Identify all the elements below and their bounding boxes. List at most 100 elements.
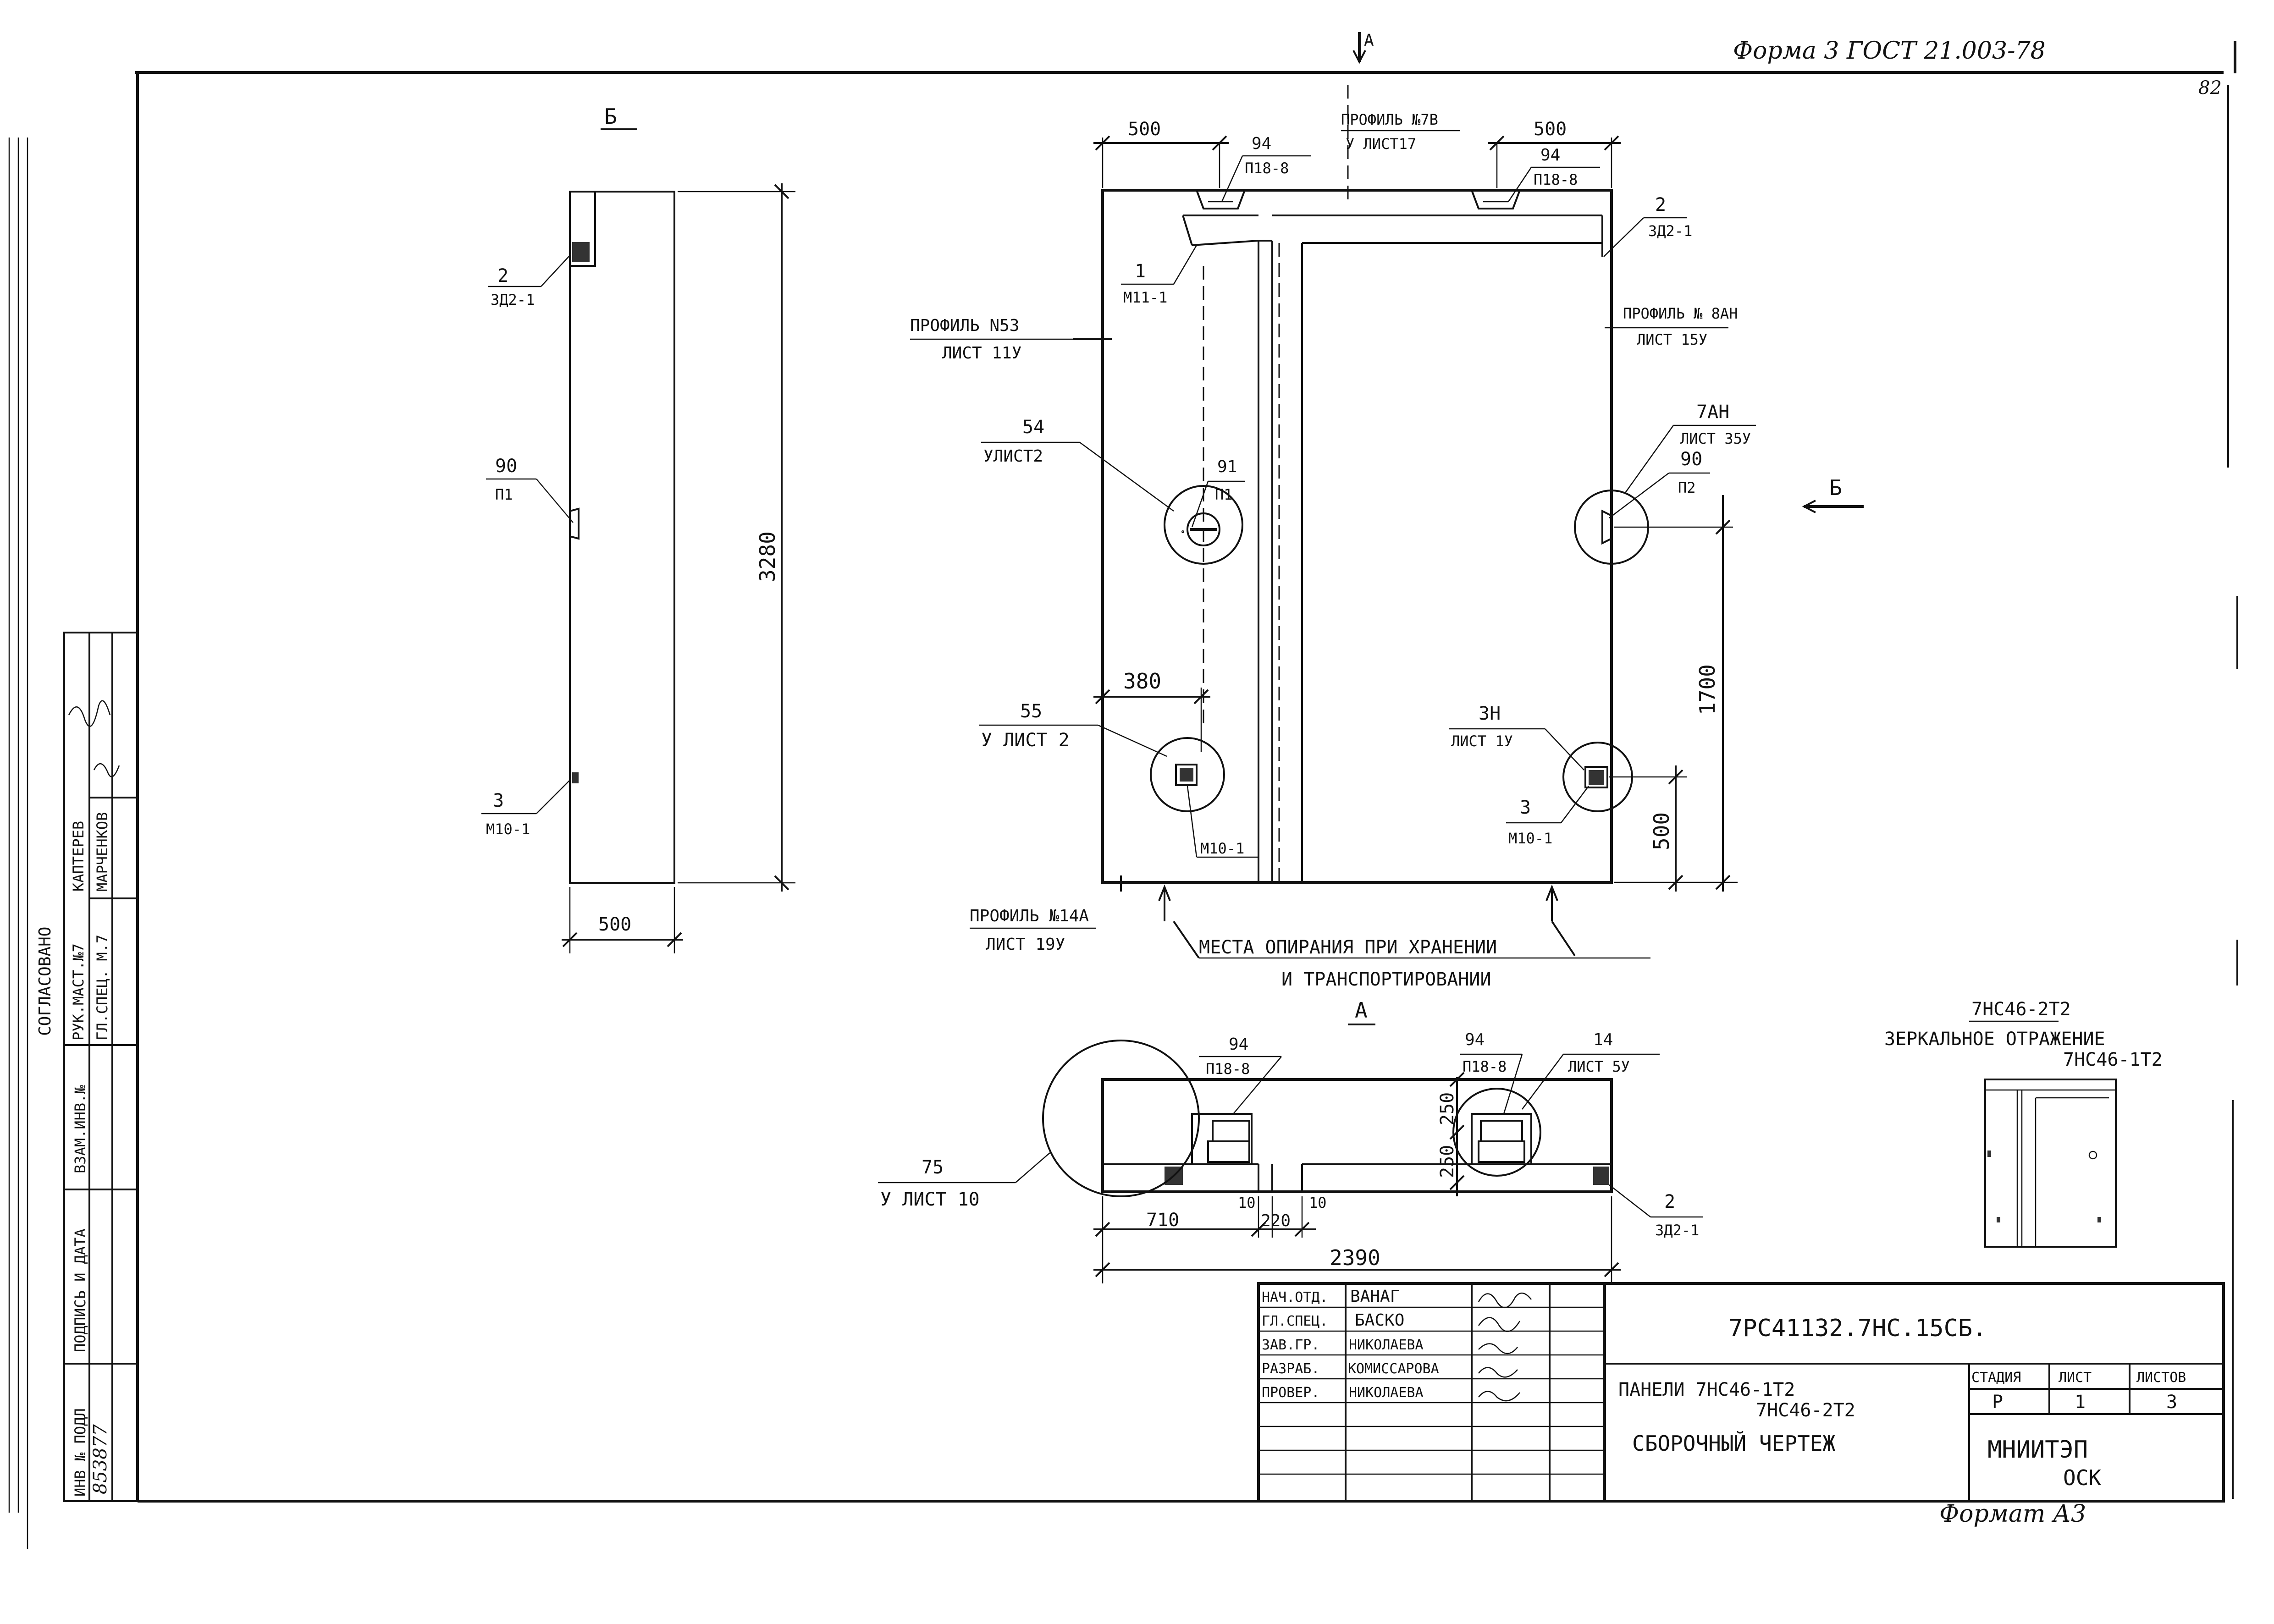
staff-1-role: ГЛ.СПЕЦ. xyxy=(1262,1313,1328,1329)
view-b-callout-90-ref: П1 xyxy=(495,486,513,503)
strip-inv-number: 853877 xyxy=(90,1424,111,1494)
front-callout-2-num: 2 xyxy=(1655,194,1666,215)
form-label: Форма 3 ГОСТ 21.003-78 xyxy=(1733,37,2046,65)
title-line3: СБОРОЧНЫЙ ЧЕРТЕЖ xyxy=(1632,1431,1835,1456)
profile-left-line1: ПРОФИЛЬ N53 xyxy=(910,316,1019,335)
front-callout-94a-num: 94 xyxy=(1252,134,1271,153)
front-callout-91-num: 91 xyxy=(1217,457,1237,476)
title-block: НАЧ.ОТД. ВАНАГ ГЛ.СПЕЦ. БАСКО ЗАВ.ГР. НИ… xyxy=(1257,1282,2225,1503)
view-a-callout-94b-ref: П18-8 xyxy=(1463,1058,1507,1075)
staff-0-role: НАЧ.ОТД. xyxy=(1262,1289,1328,1305)
staff-2-name: НИКОЛАЕВА xyxy=(1349,1337,1424,1353)
front-callout-3-num: 3 xyxy=(1520,797,1531,818)
stage-header: СТАДИЯ xyxy=(1971,1370,2021,1386)
view-a-callout-2-num: 2 xyxy=(1664,1191,1675,1212)
staff-2-role: ЗАВ.ГР. xyxy=(1262,1337,1319,1353)
view-a-callout-94a-ref: П18-8 xyxy=(1206,1060,1250,1078)
section-a-mark: А xyxy=(1364,31,1374,50)
front-callout-3n-num: 3Н xyxy=(1479,703,1501,724)
view-a-callout-94a-num: 94 xyxy=(1229,1035,1248,1054)
front-callout-55-ref: У ЛИСТ 2 xyxy=(981,730,1070,751)
profile-left-line2: ЛИСТ 11У xyxy=(942,344,1021,363)
strip-agreed: СОГЛАСОВАНО xyxy=(36,927,55,1036)
front-callout-3n-ref: ЛИСТ 1У xyxy=(1451,732,1513,750)
sheet-header: ЛИСТ xyxy=(2059,1370,2092,1386)
view-a: А 94 П18-8 94 П18-8 14 ЛИСТ 5У 75 xyxy=(878,998,1703,1283)
view-a-callout-75-ref: У ЛИСТ 10 xyxy=(880,1189,980,1210)
sheets-header: ЛИСТОВ xyxy=(2136,1370,2186,1386)
front-callout-1-ref: М11-1 xyxy=(1123,289,1167,306)
front-callout-7an-num: 7АН xyxy=(1696,402,1729,423)
front-callout-3-ref: М10-1 xyxy=(1508,830,1552,847)
front-callout-90-ref: П2 xyxy=(1678,479,1696,496)
front-callout-91-ref: П1 xyxy=(1215,486,1233,503)
mirror-line1: ЗЕРКАЛЬНОЕ ОТРАЖЕНИЕ xyxy=(1884,1029,2105,1050)
stage-value: Р xyxy=(1992,1392,2003,1413)
view-b-callout-2-ref: 3Д2-1 xyxy=(491,291,535,308)
view-a-title: А xyxy=(1355,998,1368,1023)
view-a-dim-710: 710 xyxy=(1146,1210,1179,1231)
org-name: МНИИТЭП xyxy=(1987,1436,2088,1464)
view-b-dim-height: 3280 xyxy=(755,531,780,582)
strip-row2-role: ГЛ.СПЕЦ. М.7 xyxy=(94,935,111,1040)
view-a-callout-14-num: 14 xyxy=(1593,1030,1613,1049)
sheet-corner: 82 xyxy=(2198,77,2222,99)
support-note-1: МЕСТА ОПИРАНИЯ ПРИ ХРАНЕНИИ xyxy=(1199,937,1497,958)
view-b-title: Б xyxy=(604,104,617,129)
front-callout-7an-ref: ЛИСТ 35У xyxy=(1680,430,1751,447)
sheet-value: 1 xyxy=(2075,1392,2086,1413)
front-callout-55-num: 55 xyxy=(1020,701,1042,722)
front-callout-94a-ref: П18-8 xyxy=(1245,160,1289,177)
title-line1: ПАНЕЛИ 7НС46-1Т2 xyxy=(1618,1379,1795,1400)
staff-0-name: ВАНАГ xyxy=(1350,1287,1400,1306)
view-a-callout-2-ref: 3Д2-1 xyxy=(1655,1222,1699,1239)
left-strip: СОГЛАСОВАНО РУК.МАСТ.№7 КАПТЕРЕВ ГЛ.СПЕЦ… xyxy=(8,138,138,1513)
strip-row1-name: КАПТЕРЕВ xyxy=(70,821,87,892)
front-callout-94b-ref: П18-8 xyxy=(1534,171,1578,188)
view-b-callout-90-num: 90 xyxy=(495,456,517,477)
staff-3-role: РАЗРАБ. xyxy=(1262,1361,1319,1377)
view-b-dim-width: 500 xyxy=(598,914,631,935)
front-callout-1-num: 1 xyxy=(1135,261,1146,282)
strip-row2-name: МАРЧЕНКОВ xyxy=(94,812,111,892)
view-a-dim-220: 220 xyxy=(1261,1211,1291,1230)
profile-right-line2: ЛИСТ 15У xyxy=(1637,331,1707,348)
view-a-dim-2390: 2390 xyxy=(1330,1245,1380,1270)
org-sub: ОСК xyxy=(2063,1465,2101,1490)
strip-podpis-data: ПОДПИСЬ И ДАТА xyxy=(72,1228,89,1352)
strip-vzam-inv: ВЗАМ.ИНВ.№ xyxy=(72,1085,89,1173)
profile-bottom-line2: ЛИСТ 19У xyxy=(986,935,1065,954)
front-dim-500-vert: 500 xyxy=(1649,812,1674,850)
view-a-callout-14-ref: ЛИСТ 5У xyxy=(1568,1058,1630,1075)
front-dim-380: 380 xyxy=(1123,669,1161,694)
staff-3-name: КОМИССАРОВА xyxy=(1348,1361,1439,1377)
view-b: Б 3280 500 2 3Д2-1 90 П1 3 М10-1 xyxy=(481,104,795,953)
title-line2: 7НС46-2Т2 xyxy=(1756,1400,1855,1421)
front-callout-54-ref: УЛИСТ2 xyxy=(983,447,1043,466)
view-a-callout-75-num: 75 xyxy=(922,1157,944,1178)
section-b-mark: Б xyxy=(1829,475,1842,500)
view-b-callout-3-num: 3 xyxy=(493,790,504,811)
front-dim-500-left: 500 xyxy=(1128,119,1161,140)
view-a-dim-250b: 250 xyxy=(1437,1145,1458,1178)
mirror-line2: 7НС46-1Т2 xyxy=(2063,1049,2163,1070)
front-dim-1700: 1700 xyxy=(1695,664,1720,715)
mirror-note: 7НС46-2Т2 ЗЕРКАЛЬНОЕ ОТРАЖЕНИЕ 7НС46-1Т2 xyxy=(1884,999,2163,1248)
front-view: А Б 500 500 ПРОФИЛЬ №7В У ЛИСТ17 94 П18-… xyxy=(910,31,1864,990)
profile-right-line1: ПРОФИЛЬ № 8АН xyxy=(1623,305,1738,322)
front-callout-94b-num: 94 xyxy=(1540,146,1560,165)
format-label: Формат А3 xyxy=(1939,1500,2086,1528)
front-callout-m10: М10-1 xyxy=(1200,840,1244,857)
view-a-dim-10a: 10 xyxy=(1238,1194,1256,1211)
staff-4-name: НИКОЛАЕВА xyxy=(1349,1385,1424,1401)
front-dim-500-right: 500 xyxy=(1534,119,1567,140)
front-callout-90-num: 90 xyxy=(1680,449,1702,470)
sheets-value: 3 xyxy=(2166,1392,2177,1413)
profile-top-line1: ПРОФИЛЬ №7В xyxy=(1341,111,1438,128)
view-a-dim-10b: 10 xyxy=(1309,1194,1327,1211)
front-callout-54-num: 54 xyxy=(1022,417,1044,438)
view-a-callout-94b-num: 94 xyxy=(1465,1030,1485,1049)
view-b-callout-3-ref: М10-1 xyxy=(486,820,530,838)
strip-row1-role: РУК.МАСТ.№7 xyxy=(70,943,87,1040)
